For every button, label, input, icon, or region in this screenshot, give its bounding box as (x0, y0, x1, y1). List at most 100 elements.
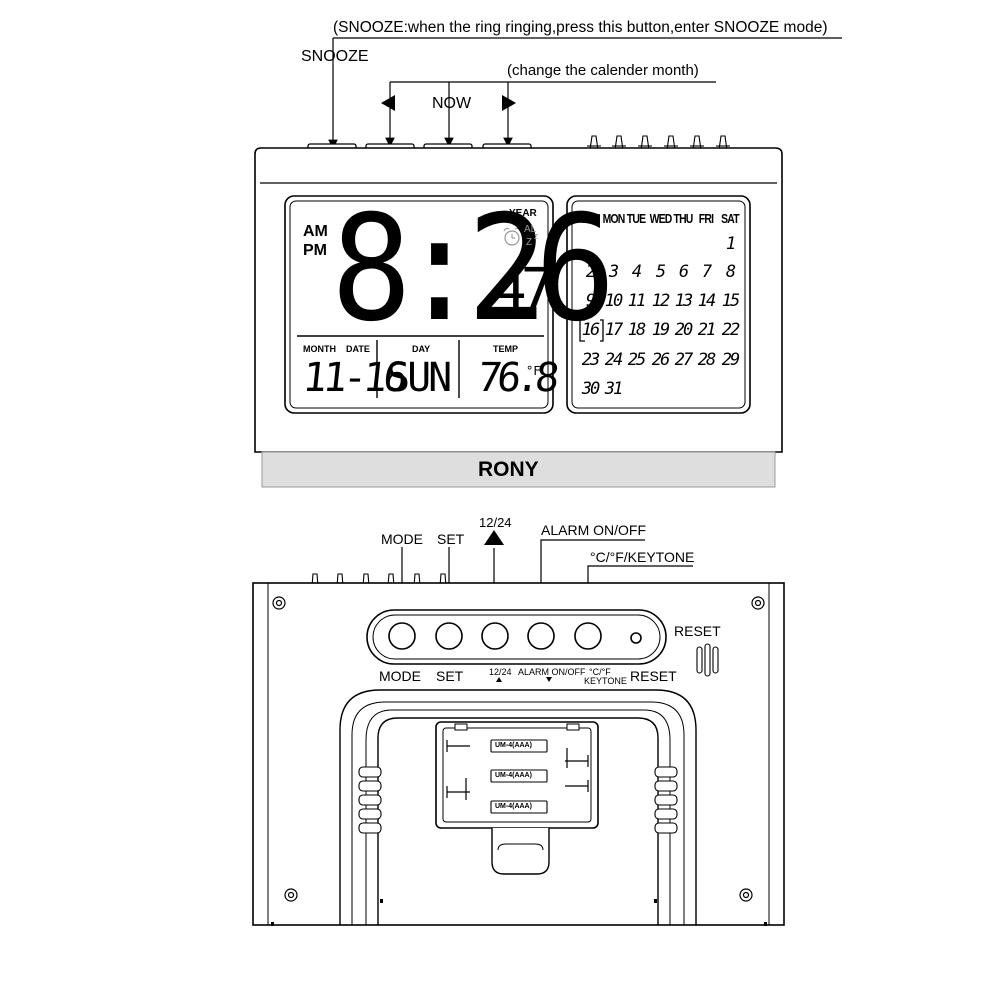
calendar-day: 29 (721, 350, 740, 370)
calendar-day: 6 (678, 262, 689, 282)
month-label: MONTH (303, 344, 336, 354)
month-note-label: (change the calender month) (507, 62, 699, 79)
h1224-annotation: 12/24 (479, 515, 512, 530)
time-display: 8:26 (331, 184, 616, 354)
stand-tab (491, 828, 550, 875)
battery-label: UM-4(AAA) (495, 803, 532, 810)
keytone-annotation: °C/°F/KEYTONE (590, 549, 695, 565)
temp-unit: °F (526, 364, 541, 378)
snooze-label: SNOOZE (301, 48, 369, 65)
calendar-day: 9 (585, 291, 596, 311)
calendar-day: 19 (651, 320, 670, 340)
weekday-display: SUN (386, 355, 452, 401)
calendar-day: 17 (604, 320, 623, 340)
zz-small-label: Z (534, 234, 539, 241)
calendar-day: 27 (674, 350, 693, 370)
calendar-weekday: MON (602, 211, 626, 226)
calendar-day: 3 (608, 262, 619, 282)
reset-annotation: RESET (674, 623, 721, 639)
calendar-lcd-frame (566, 195, 751, 414)
temp-label: TEMP (493, 344, 519, 354)
calendar-day: 1 (725, 234, 736, 254)
calendar-day: 7 (701, 262, 712, 282)
alarm-button (527, 622, 555, 650)
feet-marks (271, 899, 767, 926)
small-up-arrow-icon (496, 677, 502, 682)
hinge-right (654, 766, 678, 834)
calendar-weekday: SUN (580, 211, 600, 226)
front-leader-lines (328, 37, 842, 150)
calendar-day: 31 (604, 379, 623, 399)
now-label: NOW (432, 95, 472, 112)
calendar-day: 5 (655, 262, 666, 282)
set-button (435, 622, 463, 650)
up-arrow-icon (484, 530, 504, 545)
brand-logo: RONY (478, 458, 539, 481)
mode-button (388, 622, 416, 650)
calendar-day: 10 (604, 291, 623, 311)
calendar-weekday: SAT (721, 211, 739, 226)
calendar-weekday: WED (649, 211, 673, 226)
zz-label: Z (526, 237, 533, 248)
temperature-display: 76.8 (475, 355, 557, 401)
small-down-arrow-icon (546, 677, 552, 682)
battery-cells (490, 739, 548, 814)
h1224-label: 12/24 (489, 667, 512, 677)
calendar-day: 13 (674, 291, 693, 311)
battery-label: UM-4(AAA) (495, 772, 532, 779)
al-label: AL (524, 224, 537, 235)
screw-icon (272, 596, 765, 902)
calendar-day: 30 (581, 379, 600, 399)
reset-label: RESET (630, 668, 677, 684)
alarm-bell-icon (503, 227, 521, 246)
right-arrow-icon (502, 95, 516, 111)
calendar-weekday: TUE (626, 211, 646, 226)
cf-label: °C/°F (589, 667, 611, 677)
day-label: DAY (412, 344, 431, 354)
calendar-day: 25 (627, 350, 646, 370)
calendar-day: 22 (721, 320, 740, 340)
calendar-day: 11 (627, 291, 646, 311)
snooze-note-label: (SNOOZE:when the ring ringing,press this… (333, 19, 828, 36)
alarm-label: ALARM ON/OFF (518, 667, 586, 677)
stand-frame-inner (377, 717, 659, 925)
calendar-day: 8 (725, 262, 736, 282)
calendar-day: 21 (697, 320, 716, 340)
set-annotation: SET (437, 531, 465, 547)
calendar-day: 16 (581, 320, 600, 340)
hinge-left (358, 766, 382, 834)
stand-frame-outer (339, 689, 697, 925)
mode-label: MODE (379, 668, 421, 684)
back-buttons (388, 622, 642, 650)
front-clips (587, 135, 730, 151)
calendar-day: 20 (674, 320, 693, 340)
calendar-weekday: FRI (698, 211, 714, 226)
battery-springs (446, 740, 589, 800)
calendar-day: 28 (697, 350, 716, 370)
calendar-day: 26 (651, 350, 670, 370)
clock-lcd-frame (284, 195, 554, 414)
calendar-day: 24 (604, 350, 623, 370)
calendar-day: 14 (697, 291, 716, 311)
brand-strip (261, 451, 776, 488)
year-label: YEAR (509, 208, 537, 219)
calendar-weekday: THU (673, 211, 694, 226)
mode-annotation: MODE (381, 531, 423, 547)
alarm-annotation: ALARM ON/OFF (541, 522, 647, 538)
calendar-day: 12 (651, 291, 670, 311)
battery-label: UM-4(AAA) (495, 742, 532, 749)
set-label: SET (436, 668, 464, 684)
speaker-slots (696, 643, 719, 677)
calendar-day: 2 (585, 262, 596, 282)
am-indicator: AM (303, 223, 328, 240)
reset-button (630, 632, 642, 644)
calendar-day: 15 (721, 291, 740, 311)
calendar-day: 4 (631, 262, 642, 282)
calendar-day: 18 (627, 320, 646, 340)
date-label: DATE (346, 344, 370, 354)
h1224-button (481, 622, 509, 650)
today-bracket (579, 319, 604, 342)
keytone-label: KEYTONE (584, 676, 627, 686)
